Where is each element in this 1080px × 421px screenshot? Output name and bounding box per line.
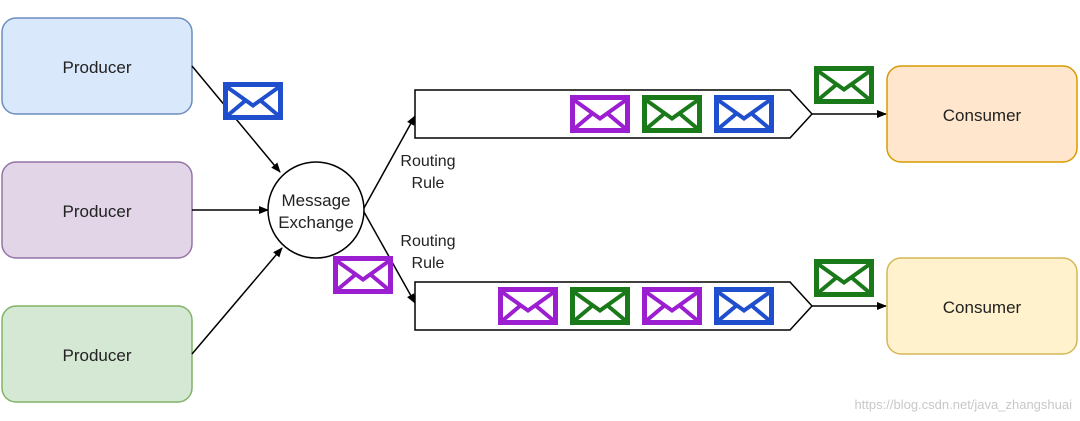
- envelope-icon: [570, 95, 630, 133]
- exchange-label-line2: Exchange: [278, 213, 354, 232]
- envelope-icon: [642, 95, 702, 133]
- route-arrow-top: [363, 115, 416, 209]
- routing-rule-line2: Rule: [412, 175, 445, 192]
- envelope-icon: [333, 256, 393, 294]
- message-envelopes: [223, 66, 874, 325]
- routing-rule-line1: Routing: [400, 233, 455, 250]
- producer-3-arrow: [191, 247, 283, 355]
- producer-box-3: Producer: [1, 305, 193, 403]
- consumer-box-2: Consumer: [886, 257, 1078, 355]
- envelope-icon: [814, 66, 874, 104]
- producer-box-1: Producer: [1, 17, 193, 115]
- watermark: https://blog.csdn.net/java_zhangshuai: [854, 397, 1072, 412]
- envelope-icon: [642, 287, 702, 325]
- envelope-icon: [223, 82, 283, 120]
- envelope-icon: [498, 287, 558, 325]
- producer-label: Producer: [63, 346, 132, 365]
- envelope-icon: [714, 287, 774, 325]
- consumer-label: Consumer: [943, 106, 1022, 125]
- consumer-label: Consumer: [943, 298, 1022, 317]
- routing-rule-line1: Routing: [400, 153, 455, 170]
- envelope-icon: [814, 259, 874, 297]
- message-exchange: Message Exchange: [267, 161, 365, 259]
- envelope-icon: [570, 287, 630, 325]
- exchange-label-line1: Message: [282, 191, 351, 210]
- routing-rule-top: Routing Rule: [400, 153, 455, 192]
- producer-label: Producer: [63, 202, 132, 221]
- producer-box-2: Producer: [1, 161, 193, 259]
- routing-rule-line2: Rule: [412, 255, 445, 272]
- envelope-icon: [714, 95, 774, 133]
- routing-rule-bottom: Routing Rule: [400, 233, 455, 272]
- producer-label: Producer: [63, 58, 132, 77]
- consumer-box-1: Consumer: [886, 65, 1078, 163]
